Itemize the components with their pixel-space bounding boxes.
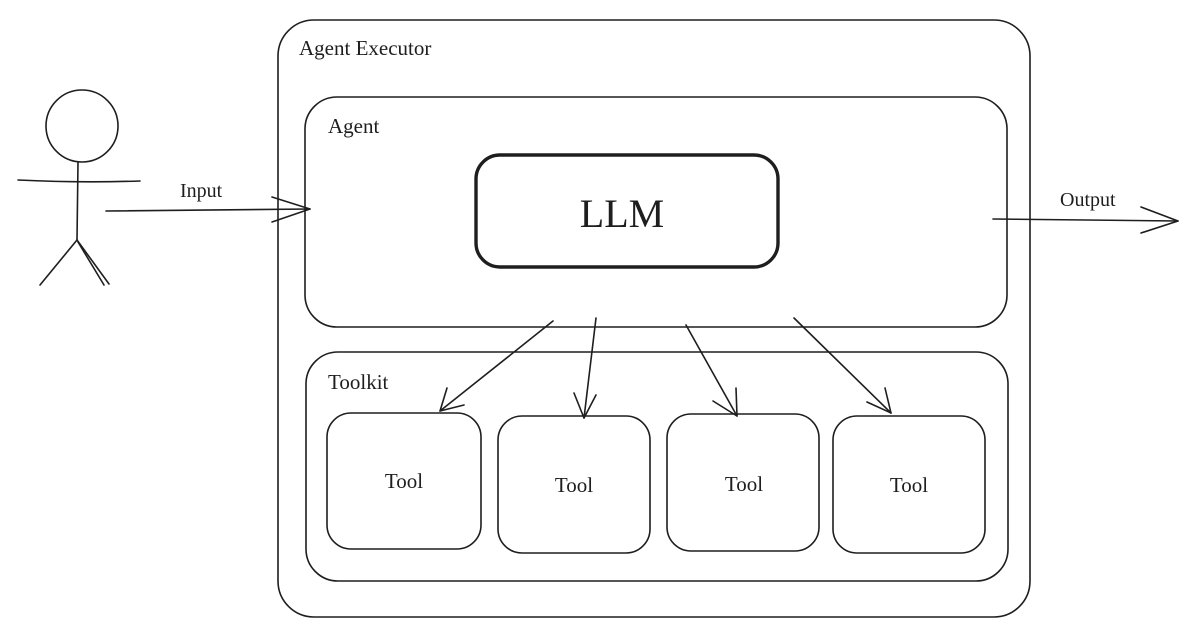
input-arrow-label: Input [180, 180, 223, 202]
connector-arrow [793, 317, 892, 414]
toolkit-box: Toolkit [305, 351, 1009, 582]
connector-arrow [685, 324, 738, 417]
output-arrow: Output [992, 189, 1179, 234]
llm-label: LLM [580, 191, 664, 236]
toolkit-label: Toolkit [328, 370, 389, 394]
agent-label: Agent [328, 114, 379, 138]
tool-box: Tool [832, 415, 986, 554]
user-stick-figure-icon [17, 89, 141, 286]
tool-box: Tool [497, 415, 651, 554]
tool-box: Tool [666, 413, 820, 552]
agent-box: Agent [304, 96, 1008, 328]
tool-label: Tool [555, 473, 593, 497]
tool-box: Tool [326, 412, 482, 550]
agent-executor-label: Agent Executor [299, 36, 431, 60]
llm-box: LLM [474, 153, 780, 269]
input-arrow: Input [105, 180, 311, 223]
tool-label: Tool [385, 469, 423, 493]
tool-label: Tool [725, 472, 763, 496]
agent-executor-box: Agent Executor [277, 19, 1031, 618]
connector-arrow [439, 320, 554, 412]
connector-arrow [573, 317, 597, 419]
output-arrow-label: Output [1060, 189, 1116, 211]
tool-label: Tool [890, 473, 928, 497]
